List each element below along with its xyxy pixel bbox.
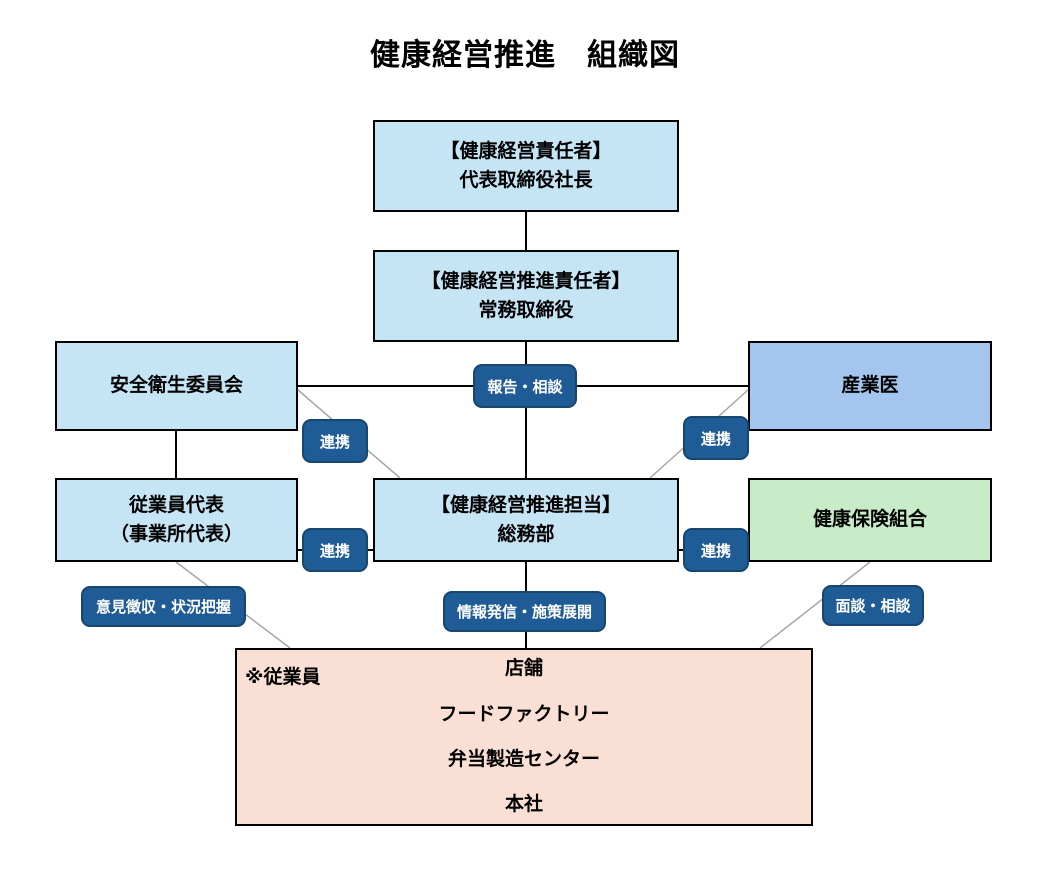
node-general-affairs-department[interactable]: 【健康経営推進担当】 総務部 (373, 478, 679, 562)
node-exec-line2: 常務取締役 (478, 299, 574, 321)
node-health-insurance-association[interactable]: 健康保険組合 (748, 478, 992, 562)
node-employee-representative[interactable]: 従業員代表 （事業所代表） (55, 478, 298, 562)
node-kenpo-label: 健康保険組合 (812, 508, 927, 531)
node-doctor-label: 産業医 (841, 374, 899, 397)
node-emprep-line1: 従業員代表 (128, 493, 224, 516)
node-safety-label: 安全衛生委員会 (109, 374, 243, 397)
node-general-line1: 【健康経営推進担当】 (430, 493, 621, 516)
badge-report-consult[interactable]: 報告・相談 (473, 364, 577, 408)
node-occupational-physician[interactable]: 産業医 (748, 341, 992, 431)
employees-note: ※従業員 (245, 666, 321, 688)
node-health-management-officer[interactable]: 【健康経営責任者】 代表取締役社長 (373, 120, 679, 212)
node-ceo-line2: 代表取締役社長 (459, 169, 593, 191)
node-general-line2: 総務部 (497, 523, 555, 545)
employees-item-store: 店舗 (504, 657, 543, 680)
employees-item-bento-center: 弁当製造センター (447, 748, 600, 770)
employees-item-food-factory: フードファクトリー (438, 702, 610, 725)
node-health-promotion-officer[interactable]: 【健康経営推進責任者】 常務取締役 (373, 250, 679, 342)
badge-link-doctor-general[interactable]: 連携 (683, 416, 749, 460)
node-ceo-line1: 【健康経営責任者】 (440, 139, 612, 162)
node-exec-line1: 【健康経営推進責任者】 (421, 269, 631, 292)
node-emprep-line2: （事業所代表） (109, 523, 243, 545)
employees-item-headquarters: 本社 (504, 793, 543, 816)
badge-info-dissemination[interactable]: 情報発信・施策展開 (443, 591, 606, 632)
badge-link-safety-general[interactable]: 連携 (302, 419, 368, 463)
badge-link-general-kenpo[interactable]: 連携 (683, 528, 749, 572)
node-safety-health-committee[interactable]: 安全衛生委員会 (55, 341, 298, 431)
badge-link-emprep-general[interactable]: 連携 (302, 528, 368, 572)
employees-list: 店舗 フードファクトリー 弁当製造センター 本社 (237, 650, 811, 824)
badge-opinion-collection[interactable]: 意見徴収・状況把握 (81, 586, 246, 627)
badge-meeting-consult[interactable]: 面談・相談 (822, 585, 924, 626)
page-title: 健康経営推進 組織図 (370, 38, 680, 73)
node-employees-group[interactable]: ※従業員 店舗 フードファクトリー 弁当製造センター 本社 (235, 648, 813, 826)
